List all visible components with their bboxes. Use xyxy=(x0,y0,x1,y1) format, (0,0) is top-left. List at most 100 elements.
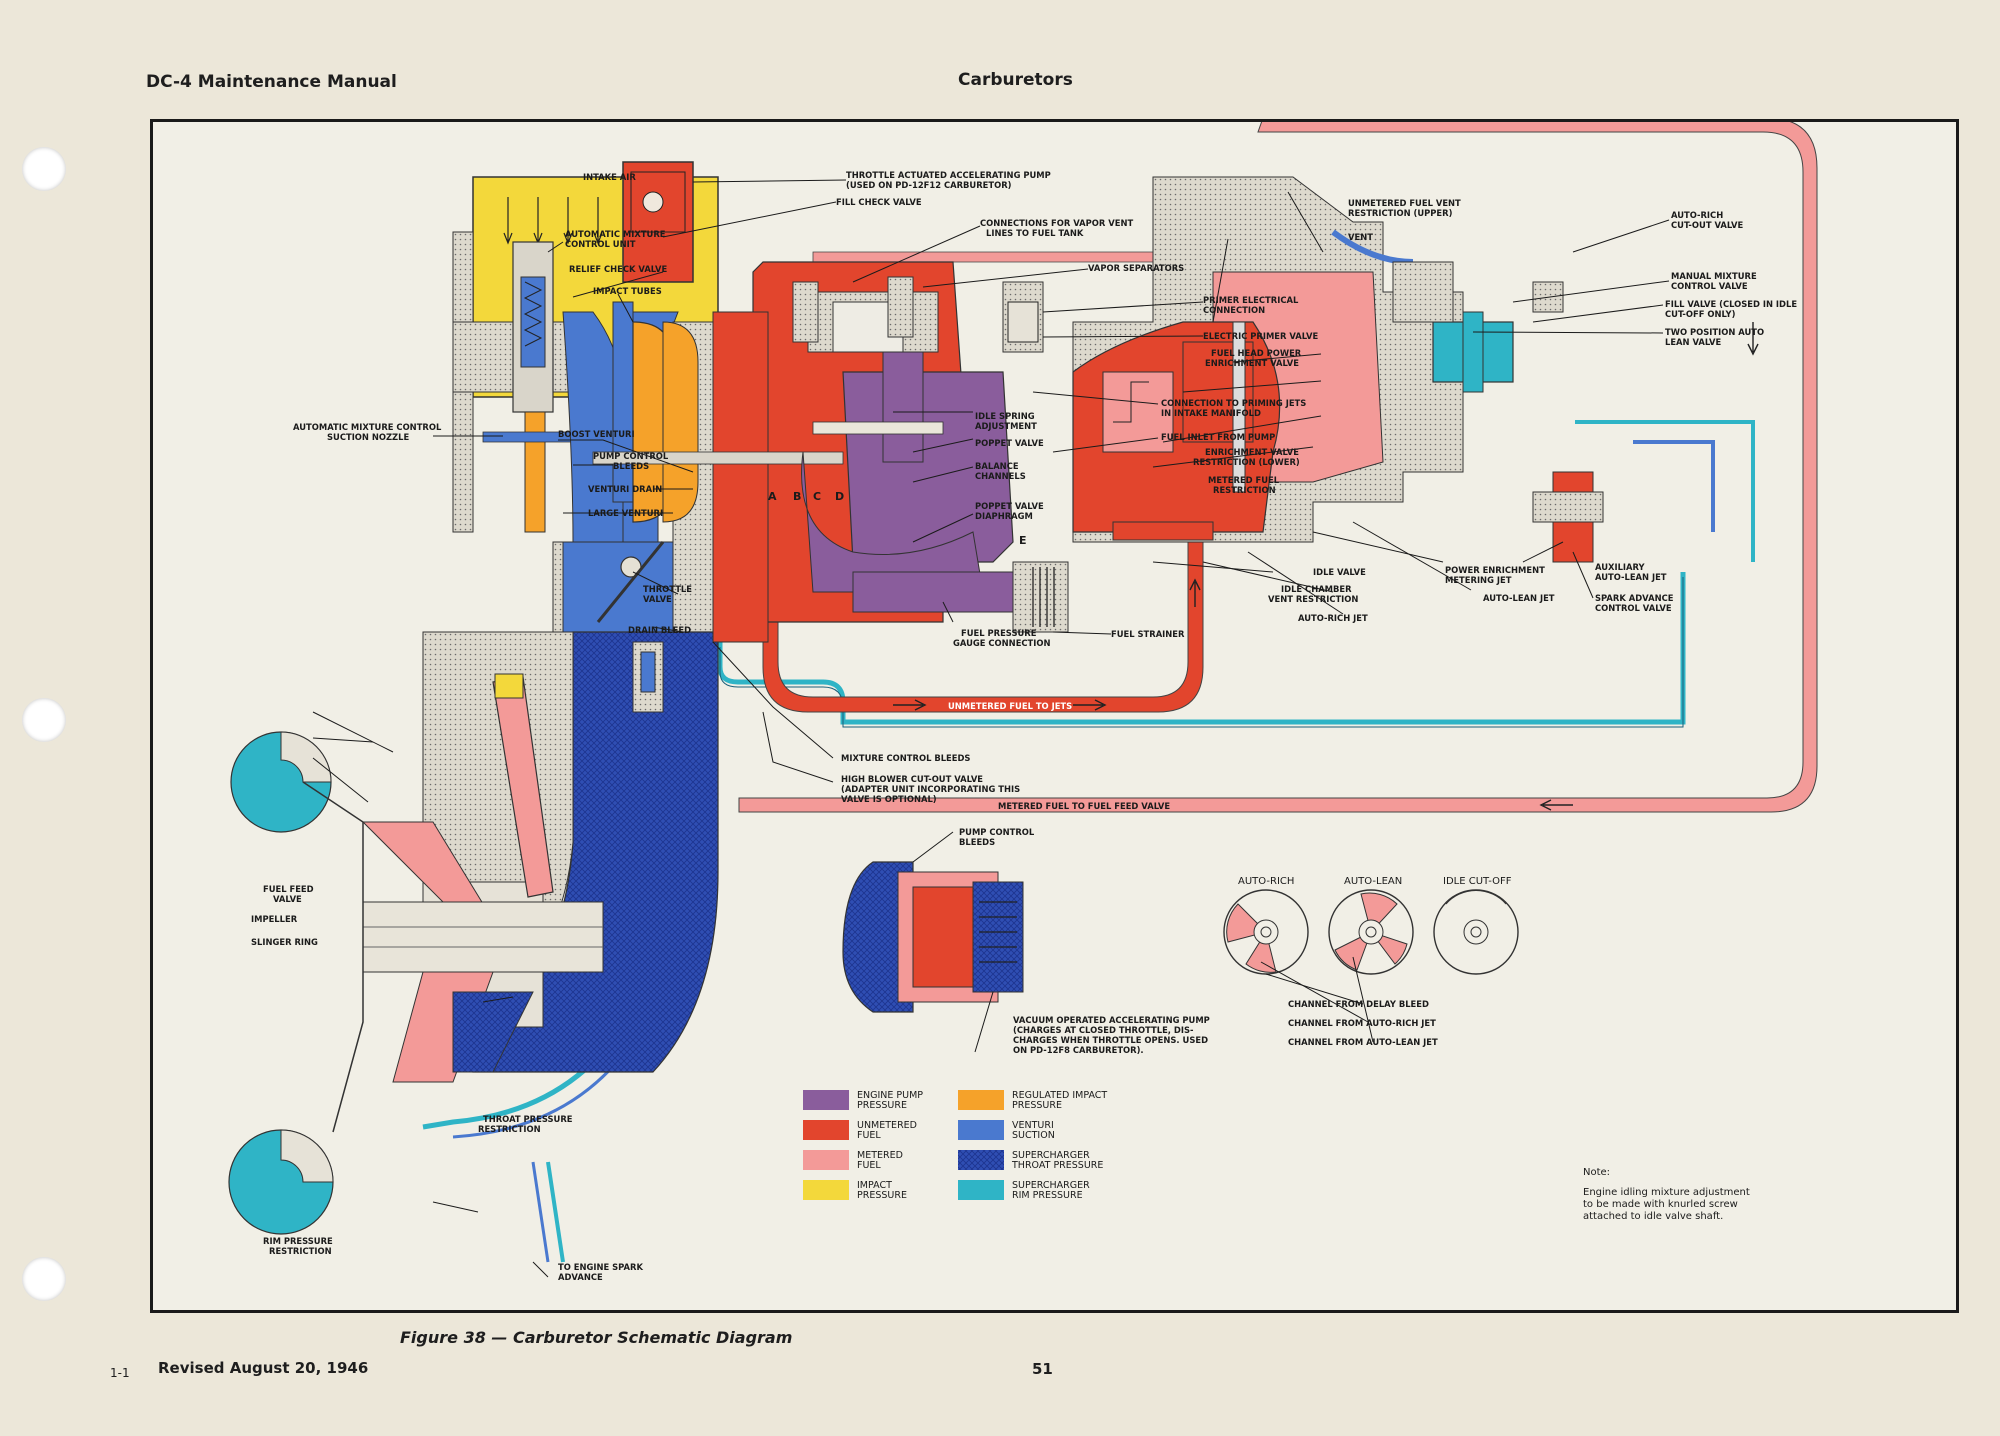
legend-label: SUPERCHARGER xyxy=(1012,1150,1090,1161)
label-rim-restriction: RESTRICTION xyxy=(269,1246,332,1256)
binder-hole xyxy=(22,1257,66,1301)
label-impeller: IMPELLER xyxy=(251,914,298,924)
label-fuel-inlet: FUEL INLET FROM PUMP xyxy=(1161,432,1275,442)
label-channel-delay: CHANNEL FROM DELAY BLEED xyxy=(1288,999,1429,1009)
label-vapor-vent: CONNECTIONS FOR VAPOR VENT xyxy=(980,218,1133,228)
vacuum-pump-detail xyxy=(842,861,1024,1013)
label-fuel-head: ENRICHMENT VALVE xyxy=(1205,358,1299,368)
note-line: to be made with knurled screw xyxy=(1583,1199,1738,1210)
label-power-jet: POWER ENRICHMENT xyxy=(1445,565,1545,575)
label-fuel-feed: FUEL FEED xyxy=(263,884,314,894)
label-vacuum-pump: CHARGES WHEN THROTTLE OPENS. USED xyxy=(1013,1035,1208,1045)
label-idle-chamber: IDLE CHAMBER xyxy=(1281,584,1352,594)
label-spark-advance-valve: SPARK ADVANCE xyxy=(1595,593,1674,603)
intake-section xyxy=(228,176,719,1235)
legend-label: REGULATED IMPACT xyxy=(1012,1090,1107,1101)
label-unmetered-to-jets: UNMETERED FUEL TO JETS xyxy=(948,701,1072,711)
legend-label: VENTURI xyxy=(1012,1120,1054,1131)
label-strainer: FUEL STRAINER xyxy=(1111,629,1185,639)
label-enrichment-restriction: RESTRICTION (LOWER) xyxy=(1193,457,1300,467)
legend-swatch-impact xyxy=(803,1180,849,1200)
legend-swatch-engine-pump xyxy=(803,1090,849,1110)
label-unmetered-vent: UNMETERED FUEL VENT xyxy=(1348,198,1461,208)
label-throttle-valve: THROTTLE xyxy=(643,584,692,594)
label-auto-mixture-nozzle: SUCTION NOZZLE xyxy=(327,432,409,442)
label-pump-bleeds-2: PUMP CONTROL xyxy=(959,827,1035,837)
label-auto-mixture-unit: CONTROL UNIT xyxy=(565,239,636,249)
label-primer-connection: CONNECTION xyxy=(1203,305,1265,315)
metering-section xyxy=(1072,176,1604,563)
label-poppet: POPPET VALVE xyxy=(975,438,1044,448)
label-channel-rich: CHANNEL FROM AUTO-RICH JET xyxy=(1288,1018,1436,1028)
label-auto-rich-jet: AUTO-RICH JET xyxy=(1298,613,1368,623)
legend-swatch-unmetered xyxy=(803,1120,849,1140)
label-two-position: TWO POSITION AUTO xyxy=(1665,327,1764,337)
legend-swatch-supercharger-rim xyxy=(958,1180,1004,1200)
label-relief-check: RELIEF CHECK VALVE xyxy=(569,264,667,274)
label-auto-mixture-unit: AUTOMATIC MIXTURE xyxy=(565,229,666,239)
legend-label: PRESSURE xyxy=(857,1190,907,1201)
label-vacuum-pump: (CHARGES AT CLOSED THROTTLE, DIS- xyxy=(1013,1025,1194,1035)
label-priming-jets: IN INTAKE MANIFOLD xyxy=(1161,408,1261,418)
label-vent: VENT xyxy=(1348,232,1373,242)
leader-lines xyxy=(312,179,1670,1278)
label-intake-air: INTAKE AIR xyxy=(583,172,636,182)
label-idle-valve: IDLE VALVE xyxy=(1313,567,1366,577)
legend-label: SUCTION xyxy=(1012,1130,1055,1141)
heading-idle-cutoff: IDLE CUT-OFF xyxy=(1443,876,1512,887)
chamber-letter: C xyxy=(813,490,821,503)
chamber-letters: A B C D E xyxy=(768,490,1027,547)
figure-caption: Figure 38 — Carburetor Schematic Diagram xyxy=(400,1328,793,1347)
heading-auto-rich: AUTO-RICH xyxy=(1238,876,1294,887)
manual-title: DC-4 Maintenance Manual xyxy=(146,72,397,92)
label-metered-to-feed: METERED FUEL TO FUEL FEED VALVE xyxy=(998,801,1170,811)
legend-swatch-regulated-impact xyxy=(958,1090,1004,1110)
label-throttle-pump: THROTTLE ACTUATED ACCELERATING PUMP xyxy=(846,170,1051,180)
position-headings: AUTO-RICH AUTO-LEAN IDLE CUT-OFF xyxy=(1238,876,1512,887)
label-enrichment-restriction: ENRICHMENT VALVE xyxy=(1205,447,1299,457)
chamber-letter: E xyxy=(1019,534,1027,547)
page-number: 51 xyxy=(1032,1360,1053,1378)
page-code: 1-1 xyxy=(110,1366,130,1380)
label-throttle-pump: (USED ON PD-12F12 CARBURETOR) xyxy=(846,180,1012,190)
label-throat-restriction: THROAT PRESSURE xyxy=(483,1114,573,1124)
legend-swatch-metered xyxy=(803,1150,849,1170)
legend-swatch-venturi xyxy=(958,1120,1004,1140)
label-gauge-connection: FUEL PRESSURE xyxy=(961,628,1037,638)
label-poppet-diaphragm: DIAPHRAGM xyxy=(975,511,1033,521)
legend-label: UNMETERED xyxy=(857,1120,917,1131)
label-vapor-separators: VAPOR SEPARATORS xyxy=(1088,263,1184,273)
label-aux-lean: AUTO-LEAN JET xyxy=(1595,572,1667,582)
label-high-blower: HIGH BLOWER CUT-OUT VALVE xyxy=(841,774,983,784)
label-poppet-diaphragm: POPPET VALVE xyxy=(975,501,1044,511)
label-two-position: LEAN VALVE xyxy=(1665,337,1722,347)
chamber-letter: D xyxy=(835,490,844,503)
label-channel-lean: CHANNEL FROM AUTO-LEAN JET xyxy=(1288,1037,1438,1047)
label-balance: CHANNELS xyxy=(975,471,1026,481)
label-idle-spring: IDLE SPRING xyxy=(975,411,1035,421)
label-high-blower: (ADAPTER UNIT INCORPORATING THIS xyxy=(841,784,1020,794)
legend-label: FUEL xyxy=(857,1130,881,1141)
label-idle-spring: ADJUSTMENT xyxy=(975,421,1037,431)
label-metered-restriction: METERED FUEL xyxy=(1208,475,1280,485)
label-fill-valve: FILL VALVE (CLOSED IN IDLE xyxy=(1665,299,1797,309)
label-power-jet: METERING JET xyxy=(1445,575,1512,585)
heading-auto-lean: AUTO-LEAN xyxy=(1344,876,1402,887)
label-rim-restriction: RIM PRESSURE xyxy=(263,1236,333,1246)
legend-label: ENGINE PUMP xyxy=(857,1090,923,1101)
label-vacuum-pump: VACUUM OPERATED ACCELERATING PUMP xyxy=(1013,1015,1210,1025)
label-pump-bleeds: BLEEDS xyxy=(613,461,649,471)
binder-hole xyxy=(22,147,66,191)
label-spark-advance-valve: CONTROL VALVE xyxy=(1595,603,1672,613)
label-drain-bleed: DRAIN BLEED xyxy=(628,625,691,635)
note-line: attached to idle valve shaft. xyxy=(1583,1211,1723,1222)
label-throat-restriction: RESTRICTION xyxy=(478,1124,541,1134)
legend-label: RIM PRESSURE xyxy=(1012,1190,1083,1201)
label-vacuum-pump: ON PD-12F8 CARBURETOR). xyxy=(1013,1045,1144,1055)
legend-label: PRESSURE xyxy=(857,1100,907,1111)
label-fuel-feed: VALVE xyxy=(273,894,302,904)
label-slinger: SLINGER RING xyxy=(251,937,318,947)
label-large-venturi: LARGE VENTURI xyxy=(588,508,663,518)
note-heading: Note: xyxy=(1583,1167,1610,1178)
